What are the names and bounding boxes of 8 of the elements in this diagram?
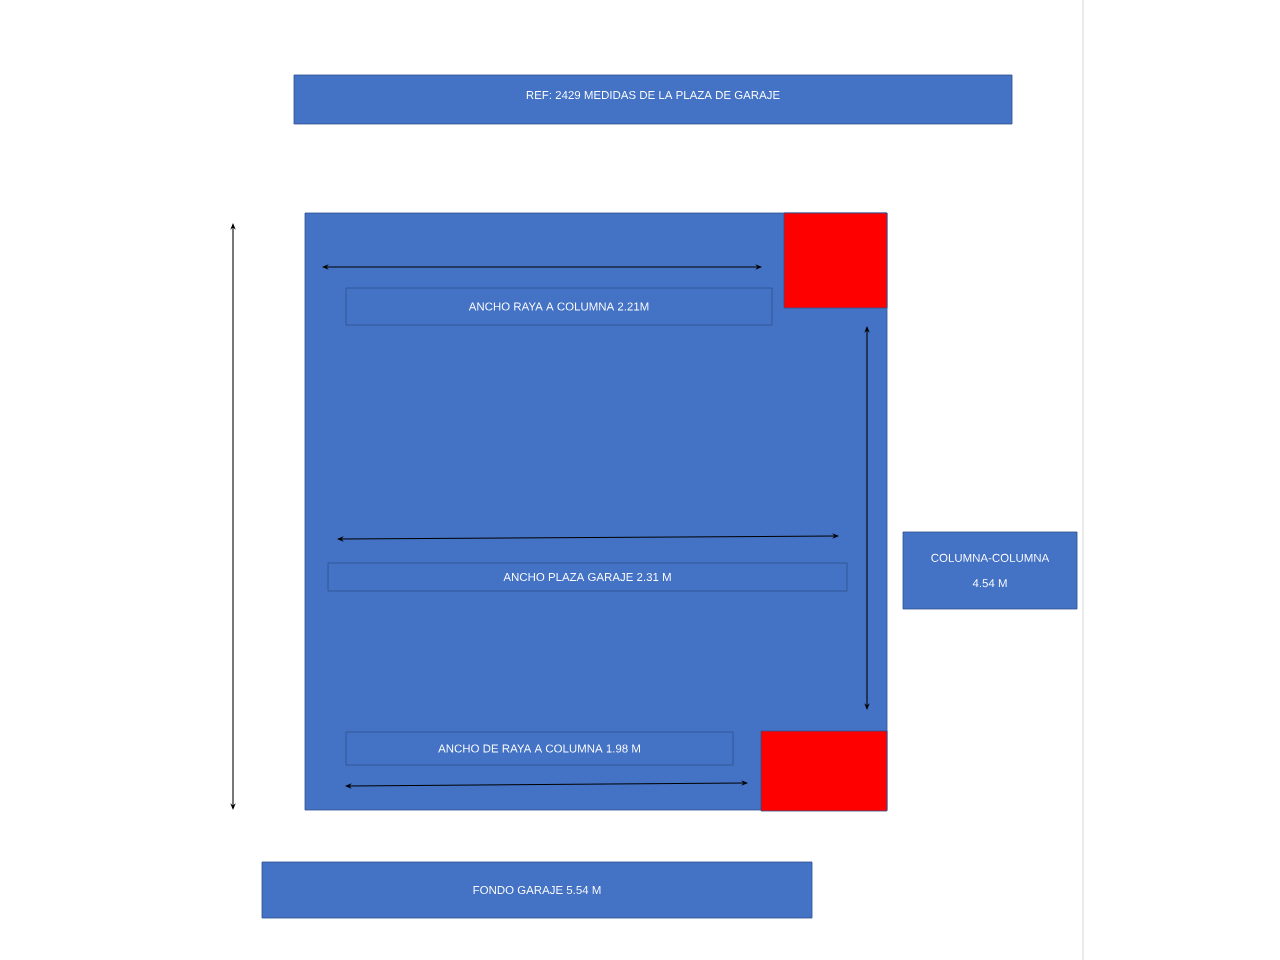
dimension-label-box: COLUMNA-COLUMNA 4.54 M: [902, 531, 1078, 610]
title-banner: REF: 2429 MEDIDAS DE LA PLAZA DE GARAJE: [293, 74, 1013, 125]
column-square: [760, 730, 888, 812]
dimension-label-box: ANCHO DE RAYA A COLUMNA 1.98 M: [345, 731, 734, 766]
dimension-label-box: ANCHO RAYA A COLUMNA 2.21M: [345, 287, 773, 326]
dimension-label-box: ANCHO PLAZA GARAJE 2.31 M: [327, 562, 848, 592]
dimension-label-box: FONDO GARAJE 5.54 M: [261, 861, 813, 919]
column-square: [783, 212, 888, 309]
